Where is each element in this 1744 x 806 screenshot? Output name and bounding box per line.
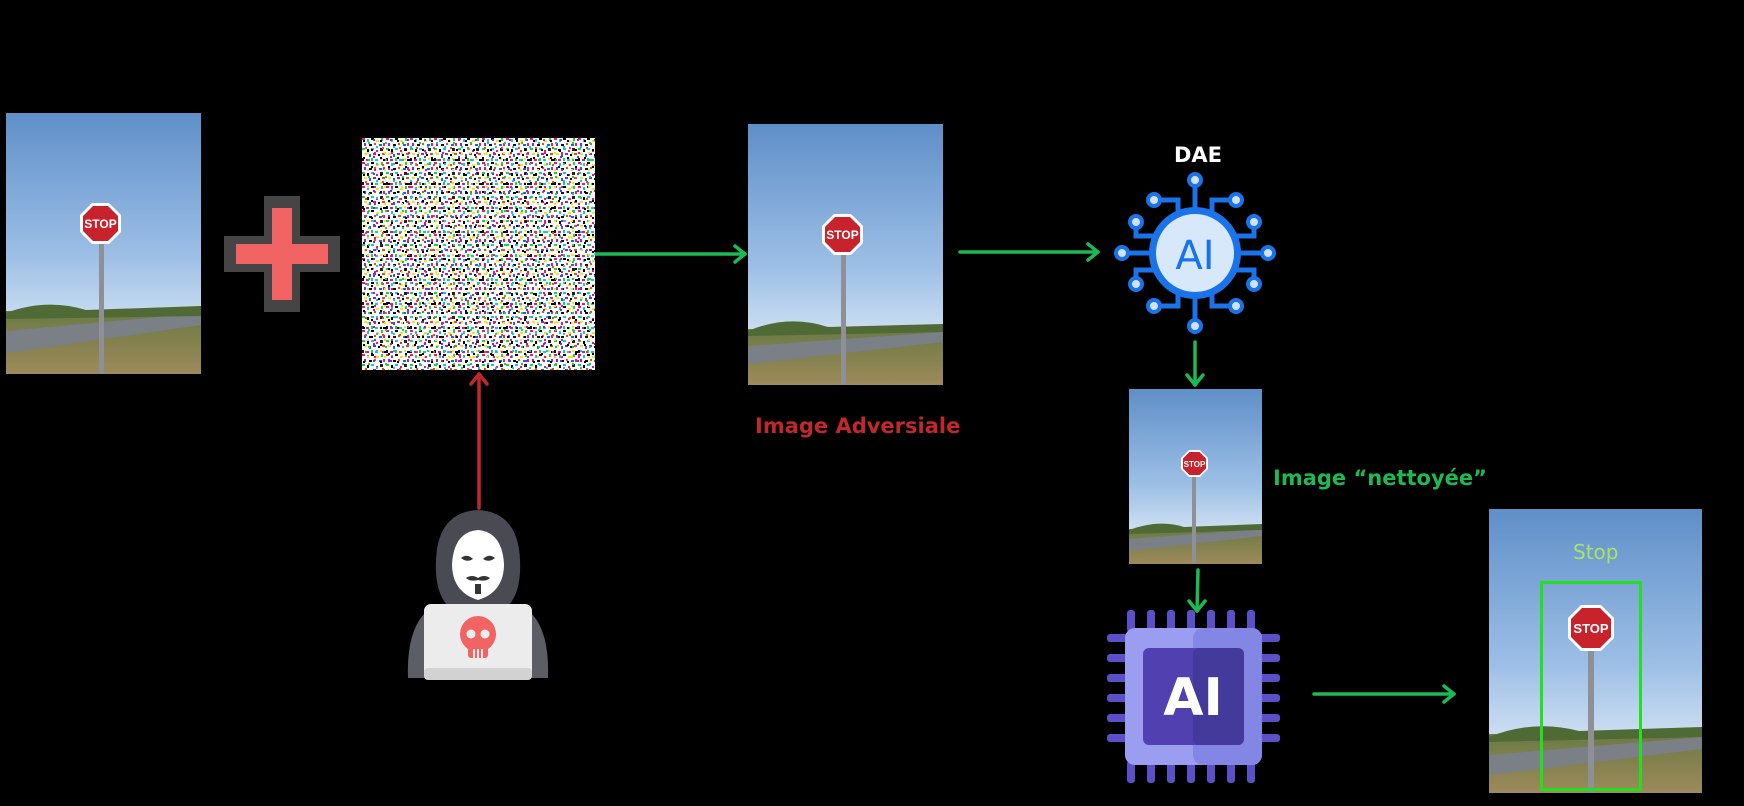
sign-text: STOP <box>826 228 858 242</box>
plus-icon <box>224 196 340 312</box>
dae-ai-icon: AI <box>1112 170 1278 336</box>
detection-stop-sign-image: STOP <box>1489 509 1702 793</box>
arrow-noise-to-adversarial <box>594 244 747 264</box>
chip-logo-text: AI <box>1163 668 1223 728</box>
original-stop-sign-image: STOP <box>6 113 201 374</box>
adversarial-stop-sign-image: STOP <box>748 124 943 385</box>
detection-label: Stop <box>1573 540 1619 564</box>
dae-logo-text: AI <box>1175 233 1214 279</box>
arrow-hacker-to-noise <box>469 372 489 510</box>
sign-text: STOP <box>1573 621 1608 636</box>
cleaned-image-label: Image “nettoyée” <box>1273 466 1487 490</box>
dae-label: DAE <box>1174 143 1223 167</box>
hacker-icon <box>398 508 558 683</box>
arrow-dae-to-cleaned <box>1185 340 1205 387</box>
arrow-adversarial-to-dae <box>958 242 1100 262</box>
cleaned-stop-sign-image: STOP <box>1129 389 1262 564</box>
detection-bounding-box <box>1540 581 1642 791</box>
arrow-cleaned-to-chip <box>1187 568 1207 613</box>
sign-text: STOP <box>1184 460 1206 469</box>
adversarial-image-label: Image Adversiale <box>755 414 961 438</box>
arrow-chip-to-detection <box>1312 684 1456 704</box>
ai-chip-icon: AI <box>1107 610 1280 783</box>
adversarial-noise-image <box>362 138 595 370</box>
sign-text: STOP <box>84 217 116 231</box>
